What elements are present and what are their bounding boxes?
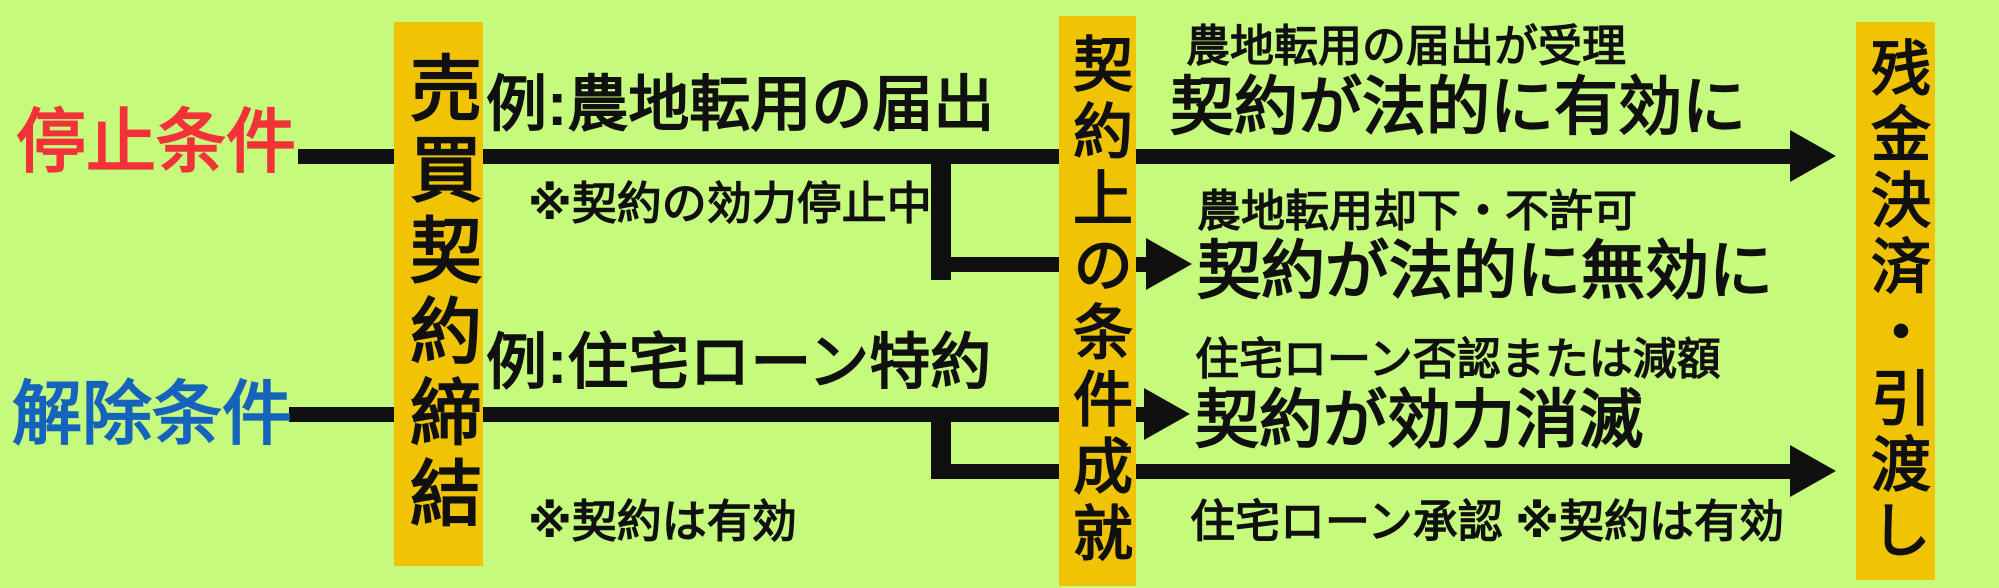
resolutive-unfulfilled-case-label: 住宅ローン承認 ※契約は有効 bbox=[1190, 496, 1785, 547]
stage-settlement-handover-label: 残金決済・引渡し bbox=[1862, 37, 1930, 565]
suspensive-valid-arrowhead-icon bbox=[1790, 130, 1836, 182]
suspensive-invalid-arrowhead-icon bbox=[1146, 238, 1192, 290]
stage-contract-signing-bar: 売買契約締結 bbox=[394, 22, 483, 566]
resolutive-fulfilled-result-label: 契約が効力消滅 bbox=[1195, 384, 1643, 456]
suspensive-unfulfilled-case-label: 農地転用却下・不許可 bbox=[1197, 187, 1637, 236]
suspensive-example-label: 例:農地転用の届出 bbox=[486, 70, 995, 138]
suspensive-fulfilled-case-label: 農地転用の届出が受理 bbox=[1186, 22, 1626, 71]
suspensive-fulfilled-result-label: 契約が法的に有効に bbox=[1170, 71, 1746, 143]
resolutive-valid-arrowhead-icon bbox=[1790, 445, 1836, 497]
resolutive-branch-horizontal-line bbox=[931, 464, 1792, 479]
resolutive-fulfilled-case-label: 住宅ローン否認または減額 bbox=[1195, 335, 1721, 384]
suspensive-unfulfilled-result-label: 契約が法的に無効に bbox=[1197, 235, 1773, 307]
suspensive-condition-label: 停止条件 bbox=[16, 103, 296, 181]
resolutive-condition-label: 解除条件 bbox=[12, 375, 292, 453]
suspensive-branch-vertical-line bbox=[931, 149, 951, 280]
stage-settlement-handover-bar: 残金決済・引渡し bbox=[1856, 22, 1935, 580]
resolutive-example-label: 例:住宅ローン特約 bbox=[486, 328, 992, 396]
resolutive-branch-vertical-line bbox=[931, 407, 951, 477]
suspensive-main-flow-line bbox=[298, 149, 1792, 164]
resolutive-note-label: ※契約は有効 bbox=[528, 496, 797, 547]
stage-condition-fulfillment-bar: 契約上の条件成就 bbox=[1059, 16, 1136, 586]
stage-contract-signing-label: 売買契約締結 bbox=[398, 51, 479, 537]
resolutive-extinguish-arrowhead-icon bbox=[1144, 388, 1190, 440]
stage-condition-fulfillment-label: 契約上の条件成就 bbox=[1064, 33, 1132, 569]
suspensive-note-label: ※契約の効力停止中 bbox=[528, 178, 932, 229]
